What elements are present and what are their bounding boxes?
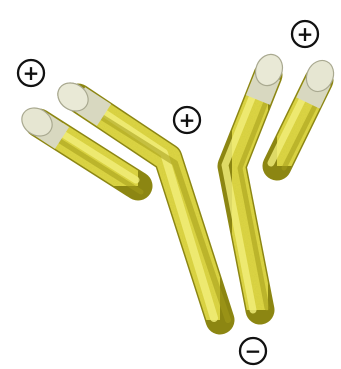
charge-marker-top-left: + xyxy=(18,60,44,86)
charge-marker-center: + xyxy=(174,107,200,133)
charge-marker-top-right: + xyxy=(292,21,318,47)
charge-symbol: + xyxy=(297,22,314,46)
charge-symbol: + xyxy=(179,108,196,132)
charge-marker-bottom: − xyxy=(240,338,266,364)
charge-symbol: + xyxy=(23,61,40,85)
charge-symbol: − xyxy=(245,339,262,363)
